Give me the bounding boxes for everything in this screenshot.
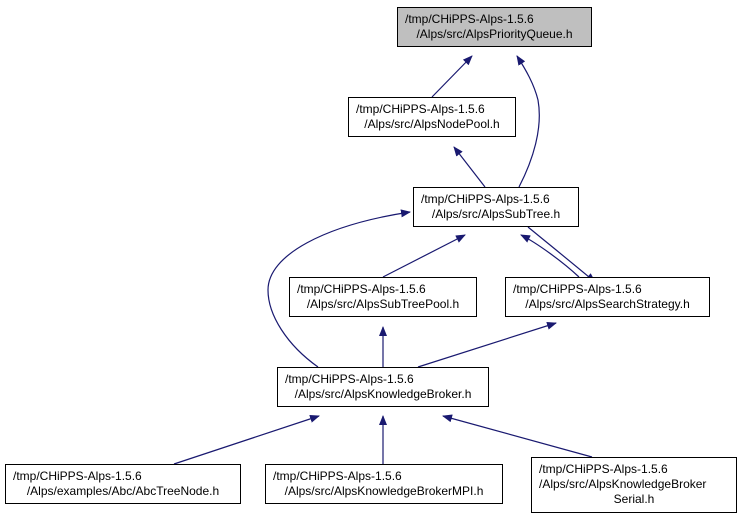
node-label-line: Serial.h: [613, 492, 655, 506]
node-label-line: /tmp/CHiPPS-Alps-1.5.6: [297, 282, 426, 296]
edge-knowledge-broker-to-sub-tree: [267, 209, 411, 368]
node-label-line: /tmp/CHiPPS-Alps-1.5.6: [273, 469, 402, 483]
edge-node-pool-to-priority-queue: [431, 55, 473, 98]
node-label-line: /Alps/src/AlpsSubTree.h: [431, 207, 561, 221]
edge-sub-tree-to-node-pool: [453, 146, 486, 188]
edge-sub-tree-to-search-strategy: [527, 226, 596, 283]
node-label-line: /tmp/CHiPPS-Alps-1.5.6: [513, 282, 642, 296]
node-search-strategy[interactable]: /tmp/CHiPPS-Alps-1.5.6 /Alps/src/AlpsSea…: [505, 277, 710, 317]
node-knowledge-broker-mpi[interactable]: /tmp/CHiPPS-Alps-1.5.6 /Alps/src/AlpsKno…: [265, 464, 503, 504]
node-label-line: /Alps/src/AlpsKnowledgeBrokerMPI.h: [284, 484, 484, 498]
node-label-line: /tmp/CHiPPS-Alps-1.5.6: [405, 12, 534, 26]
node-label-line: /tmp/CHiPPS-Alps-1.5.6: [421, 192, 550, 206]
edge-knowledge-broker-to-search-strategy: [417, 321, 557, 368]
node-abc-tree-node[interactable]: /tmp/CHiPPS-Alps-1.5.6 /Alps/examples/Ab…: [5, 464, 241, 504]
node-label-line: /Alps/src/AlpsKnowledgeBroker: [539, 477, 707, 491]
edge-search-strategy-to-sub-tree: [520, 234, 580, 278]
node-knowledge-broker[interactable]: /tmp/CHiPPS-Alps-1.5.6 /Alps/src/AlpsKno…: [277, 367, 489, 407]
node-sub-tree-pool[interactable]: /tmp/CHiPPS-Alps-1.5.6 /Alps/src/AlpsSub…: [289, 277, 477, 317]
node-label-line: /Alps/src/AlpsKnowledgeBroker.h: [294, 387, 472, 401]
node-label-line: /tmp/CHiPPS-Alps-1.5.6: [539, 462, 668, 476]
node-sub-tree[interactable]: /tmp/CHiPPS-Alps-1.5.6 /Alps/src/AlpsSub…: [413, 187, 579, 227]
edge-knowledge-broker-serial-to-knowledge-broker: [442, 414, 593, 458]
edge-abc-tree-node-to-knowledge-broker: [173, 415, 320, 465]
node-label-line: /Alps/src/AlpsPriorityQueue.h: [416, 27, 573, 41]
node-node-pool[interactable]: /tmp/CHiPPS-Alps-1.5.6 /Alps/src/AlpsNod…: [348, 97, 516, 137]
node-knowledge-broker-serial[interactable]: /tmp/CHiPPS-Alps-1.5.6 /Alps/src/AlpsKno…: [531, 457, 737, 513]
node-label-line: /tmp/CHiPPS-Alps-1.5.6: [285, 372, 414, 386]
node-label-line: /Alps/src/AlpsSubTreePool.h: [306, 297, 460, 311]
edge-sub-tree-to-priority-queue: [516, 55, 540, 188]
edge-sub-tree-pool-to-sub-tree: [382, 234, 466, 278]
node-label-line: /Alps/src/AlpsSearchStrategy.h: [525, 297, 690, 311]
node-label-line: /Alps/src/AlpsNodePool.h: [364, 117, 500, 131]
node-label-line: /tmp/CHiPPS-Alps-1.5.6: [356, 102, 485, 116]
node-priority-queue: /tmp/CHiPPS-Alps-1.5.6 /Alps/src/AlpsPri…: [397, 7, 592, 47]
node-label-line: /tmp/CHiPPS-Alps-1.5.6: [13, 469, 142, 483]
node-label-line: /Alps/examples/Abc/AbcTreeNode.h: [26, 484, 220, 498]
